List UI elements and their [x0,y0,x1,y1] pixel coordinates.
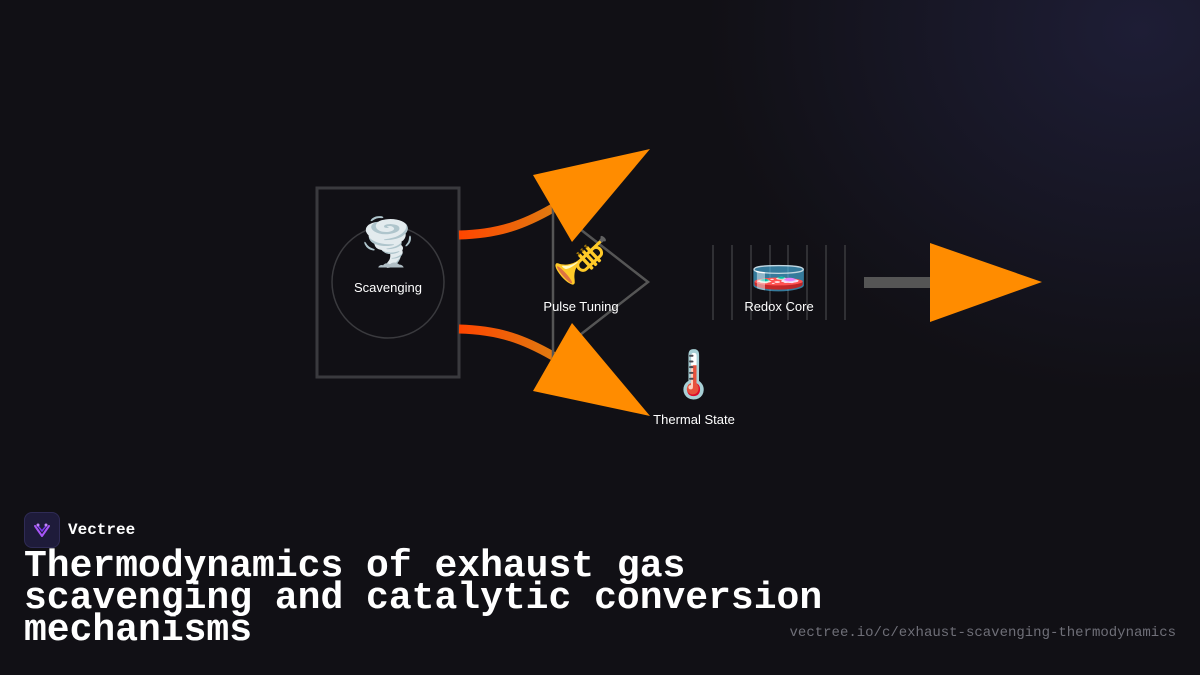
tornado-icon: 🌪️ [359,214,416,270]
arrow-up-right [533,149,650,242]
source-url[interactable]: vectree.io/c/exhaust-scavenging-thermody… [789,625,1176,641]
thermal-state-label: Thermal State [653,412,735,427]
brand-name: Vectree [68,521,136,539]
flow-curve-upper [458,204,556,240]
output-connector [864,277,932,288]
page-title: Thermodynamics of exhaust gas scavenging… [24,545,823,652]
scavenging-frame [315,186,461,379]
brand: Vectree [24,512,135,548]
pulse-tuning-triangle [551,205,651,359]
thermometer-icon: 🌡️ [665,348,722,401]
scavenging-circle [331,225,445,339]
flow-curve-lower [458,324,556,360]
scavenging-label: Scavenging [354,280,422,295]
pulse-tuning-label: Pulse Tuning [543,299,618,314]
redox-core-grid [712,245,846,320]
output-arrow [930,243,1042,322]
process-diagram: 🌪️ Scavenging 🎺 Pulse Tuning 🧫 Redox Cor… [315,149,1042,427]
arrow-down-right [533,323,650,416]
vectree-logo-icon [24,512,60,548]
trumpet-icon: 🎺 [552,234,609,287]
redox-core-label: Redox Core [744,299,813,314]
petri-dish-icon: 🧫 [750,240,807,293]
